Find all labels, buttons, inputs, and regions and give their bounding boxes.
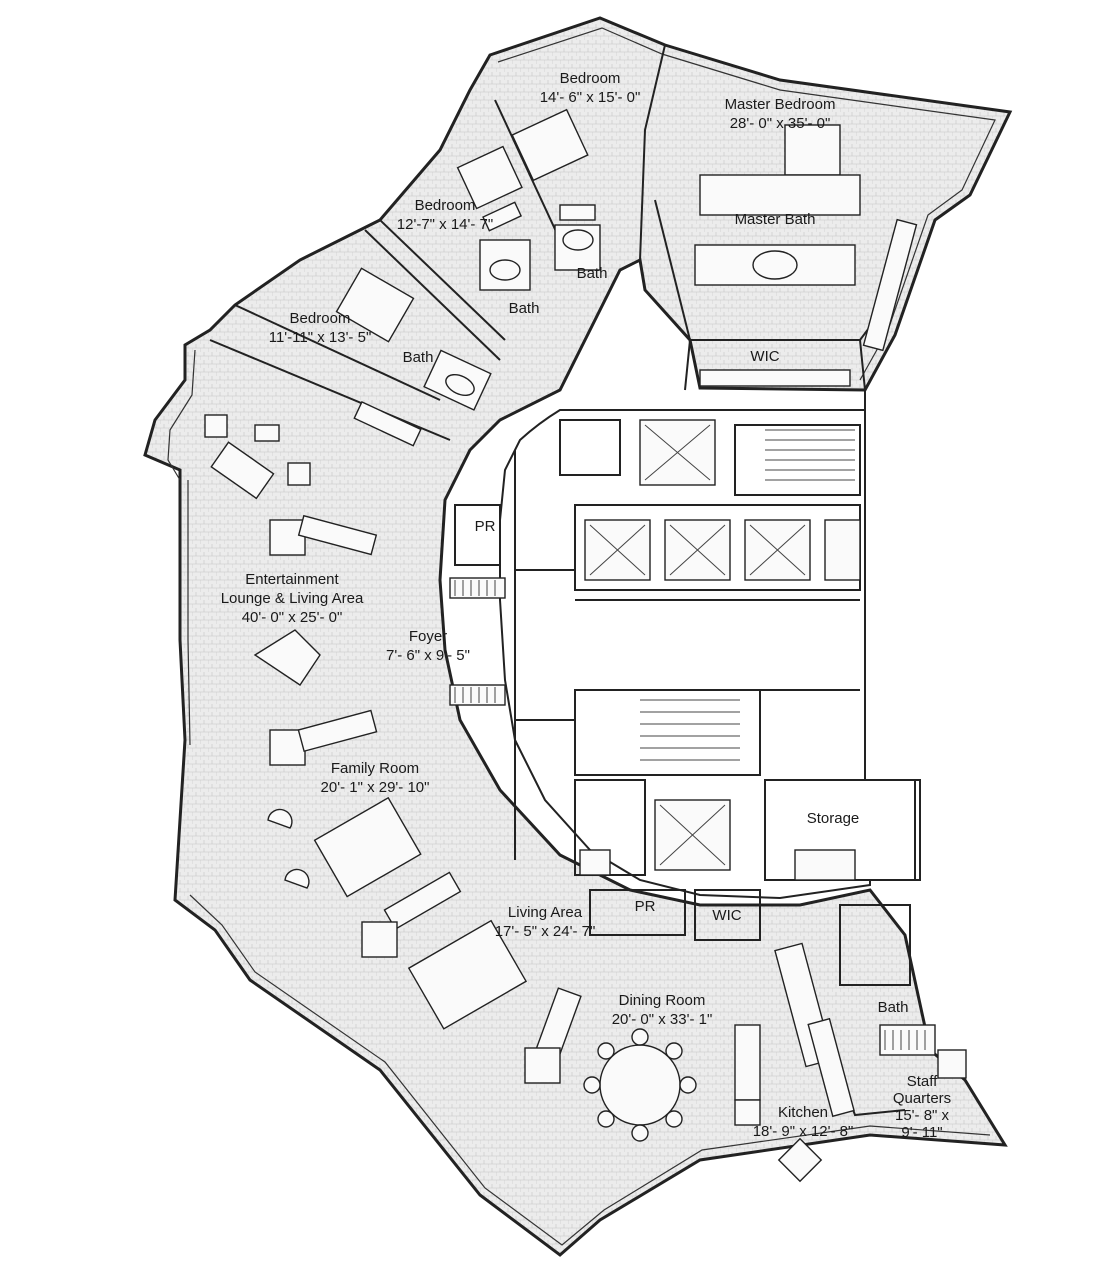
room-dims: 40'- 0" x 25'- 0" [241, 609, 343, 626]
room-dims-line2: 9'- 11" [901, 1124, 943, 1141]
room-dims: 20'- 1" x 29'- 10" [320, 779, 430, 796]
bedroom-furniture [335, 108, 861, 411]
dining-table [583, 1028, 697, 1142]
elevator-bank-top [559, 419, 861, 591]
bedroom-closets [353, 201, 918, 447]
room-name: Bedroom [289, 310, 351, 327]
room-name: Bedroom [414, 197, 476, 214]
room-name: PR [474, 518, 496, 535]
room-name: Family Room [330, 760, 420, 777]
room-dims: 18'- 9" x 12'- 8" [752, 1123, 854, 1140]
kitchen-staff-fixtures [734, 904, 967, 1183]
label-family-room: Family Room 20'- 1" x 29'- 10" [321, 759, 430, 797]
room-dims: 14'- 6" x 15'- 0" [539, 89, 641, 106]
room-name: Bath [576, 265, 608, 282]
room-dims: 20'- 0" x 33'- 1" [611, 1011, 713, 1028]
label-entertainment: Entertainment Lounge & Living Area 40'- … [221, 570, 364, 627]
room-dims: 12'-7" x 14'- 7" [396, 216, 494, 233]
room-dims: 17'- 5" x 24'- 7" [494, 923, 596, 940]
room-name-line2: Quarters [892, 1090, 952, 1107]
label-storage: Storage [807, 809, 860, 828]
label-bedroom-top: Bedroom 14'- 6" x 15'- 0" [540, 69, 641, 107]
core-corridor [514, 450, 860, 860]
label-wic-bottom: WIC [712, 906, 741, 925]
room-dims: 15'- 8" x [894, 1107, 950, 1124]
room-name: Bath [508, 300, 540, 317]
label-bath-staff: Bath [878, 998, 909, 1017]
label-staff-quarters: Staff Quarters 15'- 8" x 9'- 11" [893, 1073, 951, 1141]
elevator-bank-bottom [574, 689, 916, 881]
room-name: WIC [712, 907, 742, 924]
room-name: Bath [402, 349, 434, 366]
room-dims: 7'- 6" x 9'- 5" [386, 647, 470, 664]
room-name: Living Area [507, 904, 583, 921]
label-bedroom-left: Bedroom 11'-11" x 13'- 5" [269, 309, 372, 347]
room-name: Entertainment [245, 571, 339, 588]
label-wic-top: WIC [750, 347, 779, 366]
label-master-bath: Master Bath [735, 210, 816, 229]
room-name: PR [634, 898, 656, 915]
exterior-wall [167, 27, 996, 1246]
room-name: Foyer [408, 628, 448, 645]
room-dims: 28'- 0" x 35'- 0" [729, 115, 831, 132]
living-furniture [204, 414, 582, 1084]
label-bath-c: Bath [403, 348, 434, 367]
room-name-line2: Lounge & Living Area [220, 590, 364, 607]
label-pr-top: PR [475, 517, 496, 536]
label-foyer: Foyer 7'- 6" x 9'- 5" [386, 627, 470, 665]
room-name: Kitchen [777, 1104, 829, 1121]
room-name: Dining Room [618, 992, 706, 1009]
label-kitchen: Kitchen 18'- 9" x 12'- 8" [753, 1103, 854, 1141]
room-name: Master Bath [734, 211, 816, 228]
room-name: WIC [750, 348, 780, 365]
label-bath-a: Bath [577, 264, 608, 283]
label-bath-b: Bath [509, 299, 540, 318]
label-dining-room: Dining Room 20'- 0" x 33'- 1" [612, 991, 713, 1029]
room-dims: 11'-11" x 13'- 5" [268, 329, 372, 346]
foyer-closets [449, 504, 506, 706]
room-name: Staff [906, 1073, 938, 1090]
room-name: Bath [877, 999, 909, 1016]
label-living-area: Living Area 17'- 5" x 24'- 7" [495, 903, 596, 941]
label-master-bedroom: Master Bedroom 28'- 0" x 35'- 0" [725, 95, 836, 133]
bottom-pr-wic [589, 889, 761, 941]
room-name: Master Bedroom [724, 96, 836, 113]
room-name: Storage [806, 810, 860, 827]
label-bedroom-mid: Bedroom 12'-7" x 14'- 7" [397, 196, 493, 234]
room-name: Bedroom [559, 70, 621, 87]
label-pr-bottom: PR [635, 897, 656, 916]
